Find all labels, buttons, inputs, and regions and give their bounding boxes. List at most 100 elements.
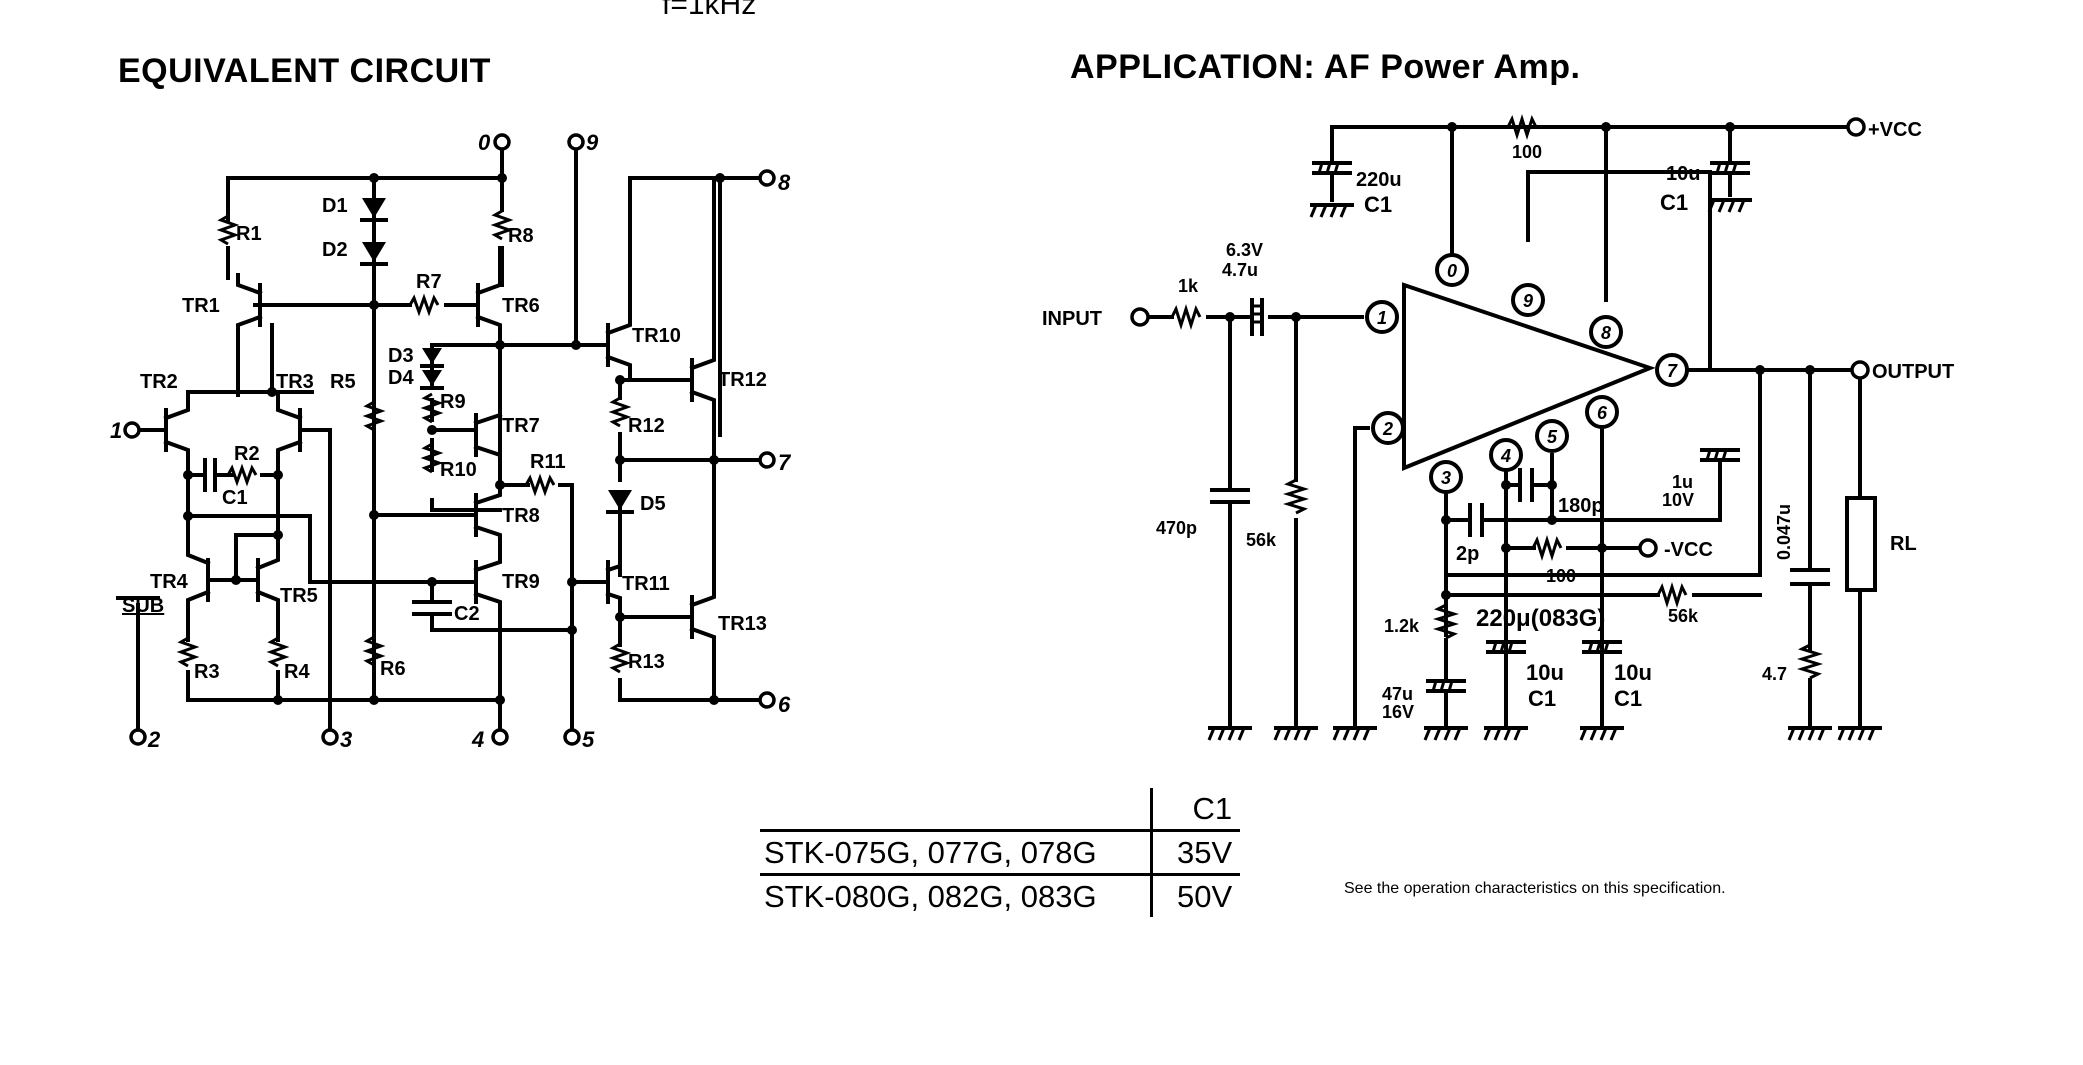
table-header-c1: C1 [1150, 788, 1241, 832]
resistor-1k-input [1170, 307, 1202, 327]
label-tr5: TR5 [280, 585, 318, 607]
pin-label-1: 1 [1377, 308, 1387, 328]
label-220u-083g: 220μ(083G) [1476, 605, 1605, 632]
label-d2: D2 [322, 239, 348, 261]
label-tr11: TR11 [622, 573, 670, 595]
table-row: STK-075G, 077G, 078G 35V [760, 830, 1241, 876]
label-r12: R12 [628, 415, 665, 437]
terminal-3 [321, 728, 339, 746]
label-56k-bias: 56k [1246, 530, 1277, 550]
label-10v: 10V [1662, 490, 1694, 510]
pin-label-0: 0 [1447, 261, 1457, 281]
label-d1: D1 [322, 195, 348, 217]
vcc-negative-terminal [1638, 538, 1658, 558]
capacitor-180p [1518, 468, 1534, 502]
label-r3: R3 [194, 661, 220, 683]
label-tr7: TR7 [502, 415, 540, 437]
input-terminal [1130, 307, 1150, 327]
table-row: STK-080G, 082G, 083G 50V [760, 874, 1241, 917]
label-180p: 180p [1558, 495, 1604, 517]
label-tr2: TR2 [140, 371, 178, 393]
resistor-100-neg [1531, 538, 1563, 558]
label-100-neg: 100 [1546, 566, 1576, 586]
label-1-2k: 1.2k [1384, 616, 1420, 636]
label-4-7u: 4.7u [1222, 260, 1258, 280]
label-tr10: TR10 [632, 325, 681, 347]
capacitor-470p [1210, 488, 1250, 504]
terminal-label-9: 9 [586, 130, 599, 155]
label-470p: 470p [1156, 518, 1197, 538]
pin-label-9: 9 [1523, 291, 1533, 311]
terminal-label-2: 2 [147, 727, 161, 752]
terminal-1 [123, 421, 141, 439]
pin-label-3: 3 [1441, 468, 1451, 488]
input-label: INPUT [1042, 308, 1102, 330]
label-d5: D5 [640, 493, 666, 515]
amplifier-pins [1365, 253, 1689, 494]
terminal-label-8: 8 [778, 170, 791, 195]
label-r7: R7 [416, 271, 442, 293]
label-r8: R8 [508, 225, 534, 247]
label-tr6: TR6 [502, 295, 540, 317]
label-tr9: TR9 [502, 571, 540, 593]
label-1k: 1k [1178, 276, 1199, 296]
label-r11: R11 [530, 451, 566, 473]
diode-d5 [606, 490, 634, 514]
label-10u-b: 10u [1614, 660, 1652, 685]
label-10u-a-c1: C1 [1528, 686, 1556, 711]
capacitor-c2-internal [412, 600, 452, 616]
terminal-label-4: 4 [471, 727, 484, 752]
diode-d4 [420, 370, 444, 390]
label-r6: R6 [380, 658, 406, 680]
vcc-positive-terminal [1846, 117, 1866, 137]
label-tr12: TR12 [718, 369, 767, 391]
diode-d1 [360, 198, 388, 222]
table-cell-c1: 35V [1150, 830, 1241, 876]
label-r1: R1 [236, 223, 262, 245]
terminal-8 [758, 169, 776, 187]
terminal-label-1: 1 [110, 418, 122, 443]
label-tr8: TR8 [502, 505, 540, 527]
equivalent-circuit-title: EQUIVALENT CIRCUIT [118, 52, 491, 90]
label-4-7: 4.7 [1762, 664, 1787, 684]
label-tr13: TR13 [718, 613, 767, 635]
label-tr4: TR4 [150, 571, 189, 593]
label-47u: 47u [1382, 684, 1413, 704]
pin-label-5: 5 [1547, 427, 1558, 447]
label-r4: R4 [284, 661, 310, 683]
label-c2: C2 [454, 603, 480, 625]
pin-label-4: 4 [1500, 446, 1511, 466]
application-title: APPLICATION: AF Power Amp. [1070, 48, 1581, 86]
sub-label: SUB [122, 595, 164, 617]
terminal-5 [563, 728, 581, 746]
label-r13: R13 [628, 651, 665, 673]
frequency-note: f=1kHz [662, 0, 757, 21]
label-rl: RL [1890, 533, 1917, 555]
diode-d3 [420, 348, 444, 368]
application-wires [1146, 125, 1862, 727]
label-56k-feedback: 56k [1668, 606, 1699, 626]
terminal-label-6: 6 [778, 692, 791, 717]
capacitor-voltage-table: C1 STK-075G, 077G, 078G 35V STK-080G, 08… [760, 788, 1241, 917]
label-10u-supply: 10u [1666, 163, 1700, 185]
label-220u-c1: C1 [1364, 192, 1392, 217]
label-10u-supply-c1: C1 [1660, 190, 1688, 215]
label-c1: C1 [222, 487, 248, 509]
label-10u-b-c1: C1 [1614, 686, 1642, 711]
label-0-047u: 0.047u [1774, 504, 1794, 560]
pin-label-6: 6 [1597, 403, 1608, 423]
pin-label-7: 7 [1667, 361, 1678, 381]
resistor-56k-bias [1286, 478, 1306, 515]
label-r2: R2 [234, 443, 260, 465]
capacitor-1u [1700, 448, 1740, 462]
label-100-supply: 100 [1512, 142, 1542, 162]
terminal-label-7: 7 [778, 450, 792, 475]
pin-label-8: 8 [1601, 323, 1611, 343]
terminal-7 [758, 451, 776, 469]
table-cell-c1: 50V [1150, 874, 1241, 917]
output-terminal [1850, 360, 1870, 380]
label-r9: R9 [440, 391, 466, 413]
app-junction-dots [1225, 122, 1815, 600]
terminal-label-5: 5 [582, 727, 595, 752]
